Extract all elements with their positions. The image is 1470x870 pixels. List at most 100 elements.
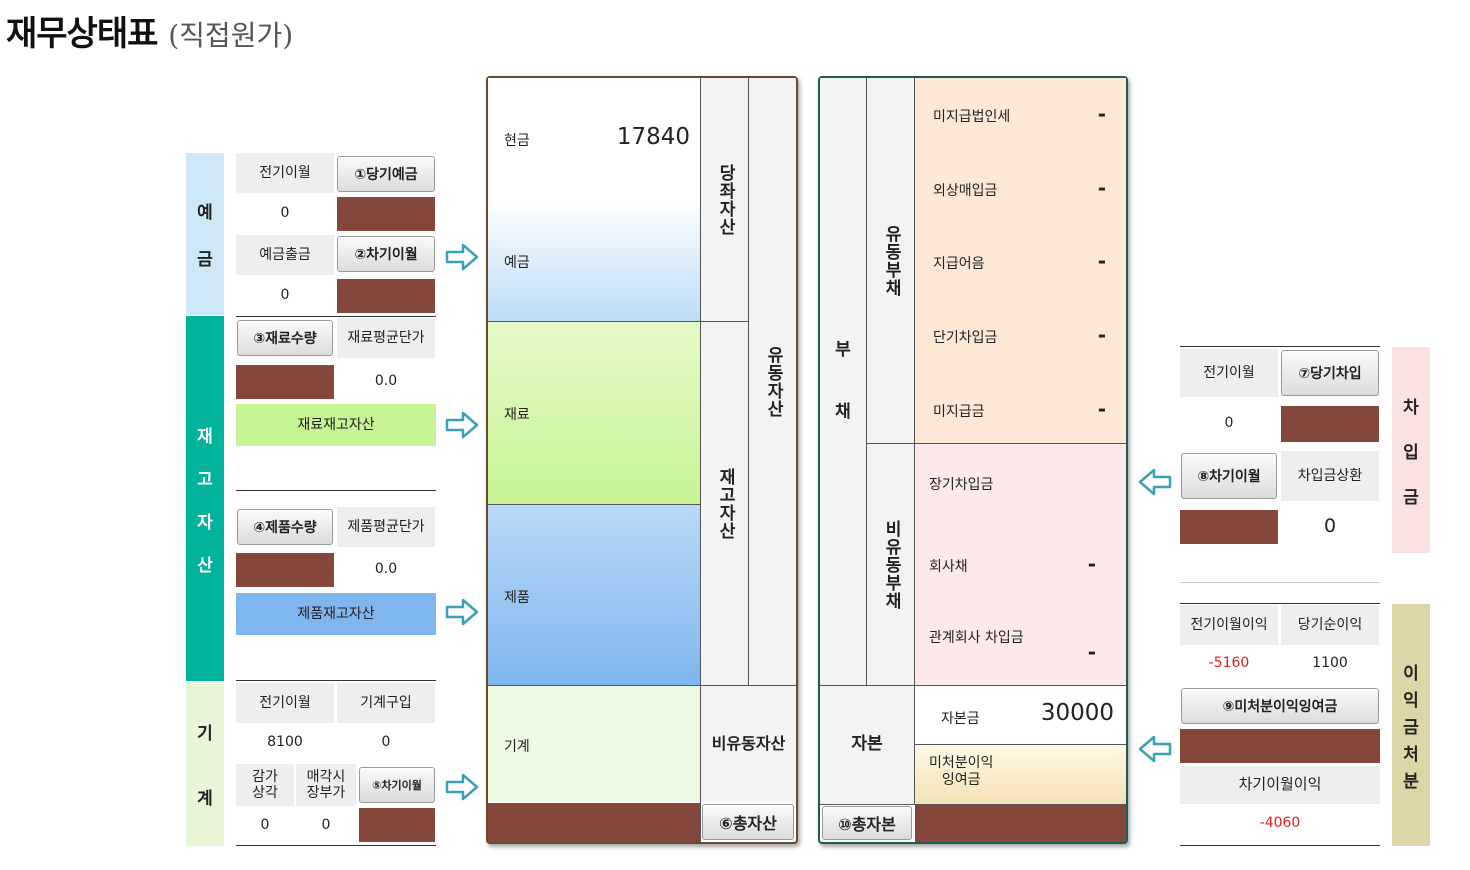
inventory-assets-text: 재고자산 [715,467,736,540]
capital-stock-label: 자본금 [941,711,980,727]
retained-earnings-label: 미처분이익 잉여금 [929,755,994,788]
current-liab-items: 미지급법인세 - 외상매입금 - 지급어음 - 단기차입금 - 미지급금 - [915,78,1126,443]
machine-next-button[interactable]: ⑤차기이월 [359,767,435,803]
loan-next-button[interactable]: ⑧차기이월 [1181,453,1277,499]
divider [236,680,436,681]
title-main: 재무상태표 [6,14,158,54]
loan-repay-label: 차입금상환 [1281,451,1379,501]
loan-band: 차 입 금 [1392,347,1430,553]
total-assets-button[interactable]: ⑥총자산 [702,804,794,840]
divider [748,78,749,685]
material-asset-label: 재료재고자산 [236,404,436,446]
divider [236,845,436,846]
profit-band-char: 분 [1403,771,1419,792]
deposit-out-label: 예금출금 [236,235,334,275]
depreciation-label: 감가 상각 [236,764,294,806]
machine-band: 기 계 [186,682,224,846]
machine-band-char: 기 [197,724,213,744]
liabilities-panel: 부 채 유동부채 비유동부채 미지급법인세 - 외상매입금 - 지급어음 - 단… [818,76,1128,844]
profit-prev-label: 전기이월이익 [1180,605,1278,645]
total-assets-output [488,803,700,842]
arrow-left-icon [1138,735,1172,763]
divider [820,804,1126,805]
loan-next-input[interactable] [1180,510,1278,544]
liab-item-value: - [1097,102,1106,126]
arrow-right-icon [445,598,479,626]
liabilities-label: 부 채 [820,78,866,685]
machine-next-input[interactable] [359,808,435,842]
divider [236,490,436,491]
product-qty-input[interactable] [236,553,334,587]
deposit-asset-row: 예금 [488,200,700,321]
arrow-left-icon [1138,468,1172,496]
book-value-value: 0 [321,816,331,833]
deposit-band-char: 예 [197,203,213,223]
material-avg-value: 0.0 [374,372,398,389]
liab-item-label: 회사채 [929,559,968,575]
material-avg-label: 재료평균단가 [337,318,435,358]
liab-item-label: 관계회사 차입금 [929,630,1024,646]
machine-buy-value: 0 [381,733,391,750]
deposit-out-value: 0 [280,286,290,303]
current-deposit-button[interactable]: ①당기예금 [337,156,435,192]
inventory-band-char: 재 [197,426,213,447]
assets-panel: 현금 17840 예금 재료 제품 기계 당좌자산 재고자산 유동자산 비유동자… [486,76,798,844]
liab-item-label: 지급어음 [933,256,985,272]
liab-item-value: - [1097,397,1106,421]
deposit-next-input[interactable] [337,279,435,313]
material-qty-input[interactable] [236,365,334,399]
inventory-band-char: 자 [197,512,213,533]
current-assets-label: 유동자산 [749,78,796,685]
profit-band: 이 익 금 처 분 [1392,604,1430,846]
title-sub: (직접원가) [168,19,294,52]
noncurrent-liab-label: 비유동부채 [867,444,914,685]
loan-prev-value: 0 [1224,414,1234,431]
profit-band-char: 익 [1403,690,1419,711]
liabilities-char: 부 [835,340,851,361]
loan-repay-value: 0 [1323,515,1337,538]
deposit-prev-value: 0 [280,204,290,221]
divider [700,78,701,842]
current-loan-button[interactable]: ⑦당기차입 [1281,350,1379,396]
current-liab-text: 유동부채 [881,224,902,297]
retained-earnings-input[interactable] [1180,729,1380,763]
liab-item-value: - [1097,176,1106,200]
divider [915,744,1126,745]
product-qty-button[interactable]: ④제품수량 [237,509,333,545]
product-avg-label: 제품평균단가 [337,507,435,547]
quick-assets-text: 당좌자산 [715,163,736,236]
divider [914,78,915,805]
capital-label: 자본 [820,686,914,804]
profit-band-char: 이 [1403,663,1419,684]
divider [488,321,700,322]
profit-band-char: 금 [1403,717,1419,738]
product-asset-label: 제품재고자산 [236,593,436,635]
profit-band-char: 처 [1403,744,1419,765]
divider [488,504,700,505]
cash-row: 현금 17840 [488,78,700,200]
material-qty-button[interactable]: ③재료수량 [237,320,333,356]
quick-assets-label: 당좌자산 [701,78,748,321]
cash-value: 17840 [616,124,690,150]
machine-row-label: 기계 [504,739,530,755]
liab-item-label: 외상매입금 [933,183,998,199]
retained-earnings-button[interactable]: ⑨미처분이익잉여금 [1181,688,1379,724]
divider [1180,582,1380,583]
loan-band-char: 입 [1403,442,1419,463]
total-capital-button[interactable]: ⑩총자본 [822,806,912,840]
depreciation-value: 0 [260,816,270,833]
current-loan-input[interactable] [1281,406,1379,442]
machine-band-char: 계 [197,789,213,809]
loan-band-char: 차 [1403,397,1419,418]
deposit-prev-label: 전기이월 [236,153,334,193]
material-row-label: 재료 [504,407,530,423]
current-deposit-input[interactable] [337,197,435,231]
page-title: 재무상태표 (직접원가) [6,6,293,55]
profit-next-label: 차기이월이익 [1180,766,1380,804]
divider [236,316,436,317]
current-liab-label: 유동부채 [867,78,914,443]
deposit-band-char: 금 [197,250,213,270]
cash-label: 현금 [504,133,530,149]
profit-prev-value: -5160 [1208,654,1250,671]
deposit-next-button[interactable]: ②차기이월 [337,236,435,272]
